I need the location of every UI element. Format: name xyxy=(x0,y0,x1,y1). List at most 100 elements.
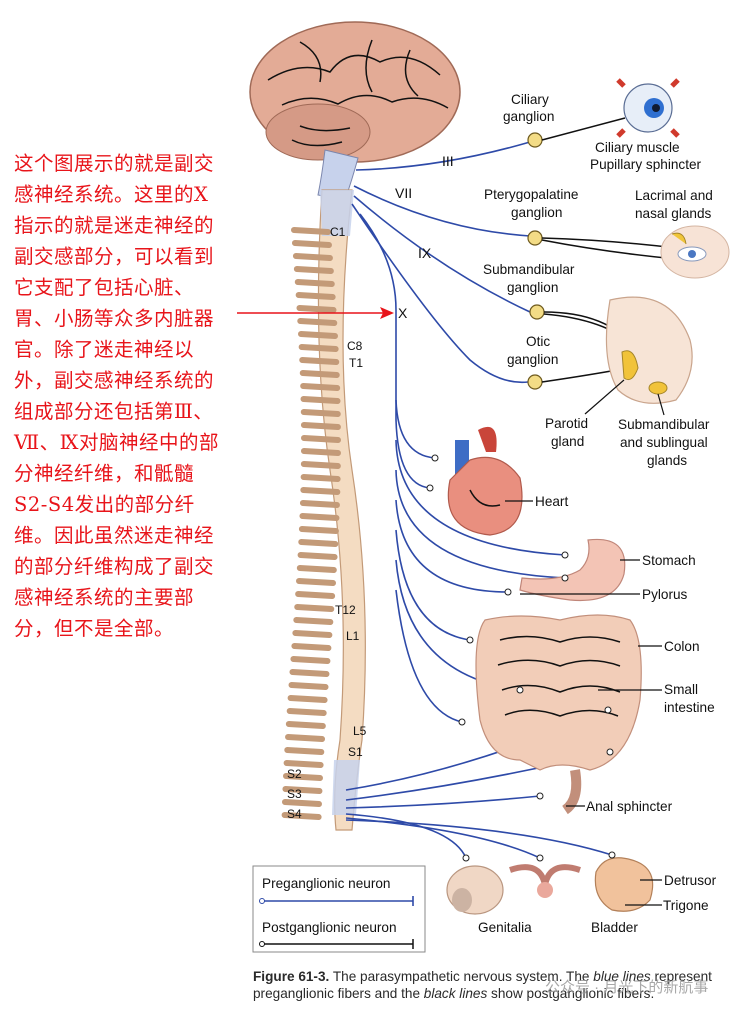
label-anal-sphincter: Anal sphincter xyxy=(586,799,673,814)
synapse-marker xyxy=(504,588,512,596)
brain-illustration xyxy=(249,21,461,201)
synapse-marker xyxy=(458,718,466,726)
vertebra-process xyxy=(298,344,339,352)
synapse-marker xyxy=(606,748,614,756)
vertebra-process xyxy=(300,409,341,417)
leader-submand-glands xyxy=(657,393,665,416)
vertebra-process xyxy=(292,630,333,638)
vertebra-process xyxy=(298,539,339,547)
vertebra-process xyxy=(281,812,322,820)
vertebra-process xyxy=(300,487,341,495)
vertebra-process xyxy=(285,734,326,742)
label-colon: Colon xyxy=(664,639,700,654)
label-small-intestine-1: Small xyxy=(664,682,698,697)
fiber-x-pre xyxy=(359,213,397,420)
vertebra-process xyxy=(300,474,341,482)
vagus-branch-intestine-2 xyxy=(395,589,463,723)
vertebra-process xyxy=(291,643,332,651)
vertebra-label-s4: S4 xyxy=(287,807,302,821)
vertebra-label-s1: S1 xyxy=(348,745,363,759)
fiber-iii-post xyxy=(541,117,626,141)
nerve-label-iii: III xyxy=(442,153,454,169)
vertebra-process xyxy=(297,318,338,326)
fiber-iii-pre xyxy=(355,141,531,171)
vertebra-process xyxy=(300,396,341,404)
vertebra-process xyxy=(291,240,332,248)
fiber-ix-pre xyxy=(351,203,529,384)
label-ciliary-1: Ciliary xyxy=(511,92,549,107)
vertebra-process xyxy=(299,513,340,521)
vertebra-process xyxy=(300,383,341,391)
nerve-label-vii: VII xyxy=(395,185,412,201)
synapse-marker xyxy=(516,686,524,694)
label-ptery-1: Pterygopalatine xyxy=(484,187,578,202)
vertebra-label-t1: T1 xyxy=(349,356,363,370)
nerve-label-x: X xyxy=(398,305,408,321)
heart-illustration xyxy=(447,426,523,536)
label-stomach: Stomach xyxy=(642,553,696,568)
vertebra-process xyxy=(294,279,335,287)
vertebra-process xyxy=(300,461,341,469)
vertebra-process xyxy=(298,526,339,534)
legend-post-label: Postganglionic neuron xyxy=(262,920,397,935)
caption-label: Figure 61-3. xyxy=(253,969,330,984)
fiber-vii-pre xyxy=(353,185,531,237)
vertebra-process xyxy=(295,591,336,599)
figure-caption: Figure 61-3. The parasympathetic nervous… xyxy=(253,968,739,1002)
annotation-text: 这个图展示的就是副交感神经系统。这里的Ⅹ指示的就是迷走神经的副交感部分，可以看到… xyxy=(14,152,219,640)
synapse-marker xyxy=(604,706,612,714)
vertebra-label-s3: S3 xyxy=(287,787,302,801)
bladder-illustration xyxy=(594,857,654,912)
caption-text-1: The parasympathetic nervous system. The xyxy=(329,969,594,984)
label-trigone: Trigone xyxy=(663,898,709,913)
vertebra-process xyxy=(292,253,333,261)
label-heart: Heart xyxy=(535,494,568,509)
synapse-marker xyxy=(431,454,439,462)
vertebra-process xyxy=(285,721,326,729)
vertebra-process xyxy=(297,552,338,560)
vertebra-process xyxy=(300,448,341,456)
label-pylorus: Pylorus xyxy=(642,587,688,602)
label-small-intestine-2: intestine xyxy=(664,700,715,715)
label-otic-2: ganglion xyxy=(507,352,558,367)
fiber-vii-submand-pre xyxy=(353,195,531,313)
synapse-marker xyxy=(536,792,544,800)
vertebra-process xyxy=(290,656,331,664)
legend-pre-line xyxy=(259,896,414,906)
vertebra-process xyxy=(299,500,340,508)
vertebra-process xyxy=(282,773,323,781)
legend: Preganglionic neuron Postganglionic neur… xyxy=(252,865,426,953)
spine-illustration xyxy=(281,189,366,831)
submandibular-ganglion-icon xyxy=(529,304,545,320)
vertebra-label-s2: S2 xyxy=(287,767,302,781)
vertebra-process xyxy=(296,565,337,573)
vertebra-label-c8: C8 xyxy=(347,339,363,353)
label-submand-2: ganglion xyxy=(507,280,558,295)
vagus-branch-heart-1 xyxy=(395,399,436,459)
vertebra-process xyxy=(293,266,334,274)
label-detrusor: Detrusor xyxy=(664,873,717,888)
synapse-marker xyxy=(426,484,434,492)
sacral-fiber-bladder xyxy=(345,819,613,856)
label-ptery-2: ganglion xyxy=(511,205,562,220)
label-lacrimal-2: nasal glands xyxy=(635,206,712,221)
label-parotid-2: gland xyxy=(551,434,584,449)
vertebra-process xyxy=(287,695,328,703)
vertebra-process xyxy=(295,292,336,300)
vertebra-label-l1: L1 xyxy=(346,629,360,643)
vertebra-process xyxy=(296,305,337,313)
stomach-illustration xyxy=(519,538,626,602)
vagus-branch-stomach-1 xyxy=(395,439,566,556)
vagus-branch-colon xyxy=(395,529,471,641)
vertebra-process xyxy=(289,669,330,677)
label-parotid-1: Parotid xyxy=(545,416,588,431)
label-genitalia: Genitalia xyxy=(478,920,532,935)
caption-text-3: show postganglionic fibers. xyxy=(487,986,655,1001)
vagus-branch-stomach-2 xyxy=(395,469,566,579)
vertebra-process xyxy=(293,617,334,625)
vertebra-label-c1: C1 xyxy=(330,225,346,239)
label-bladder: Bladder xyxy=(591,920,638,935)
label-ciliary-2: ganglion xyxy=(503,109,554,124)
label-ciliary-muscle: Ciliary muscle xyxy=(595,140,680,155)
synapse-marker xyxy=(561,574,569,582)
